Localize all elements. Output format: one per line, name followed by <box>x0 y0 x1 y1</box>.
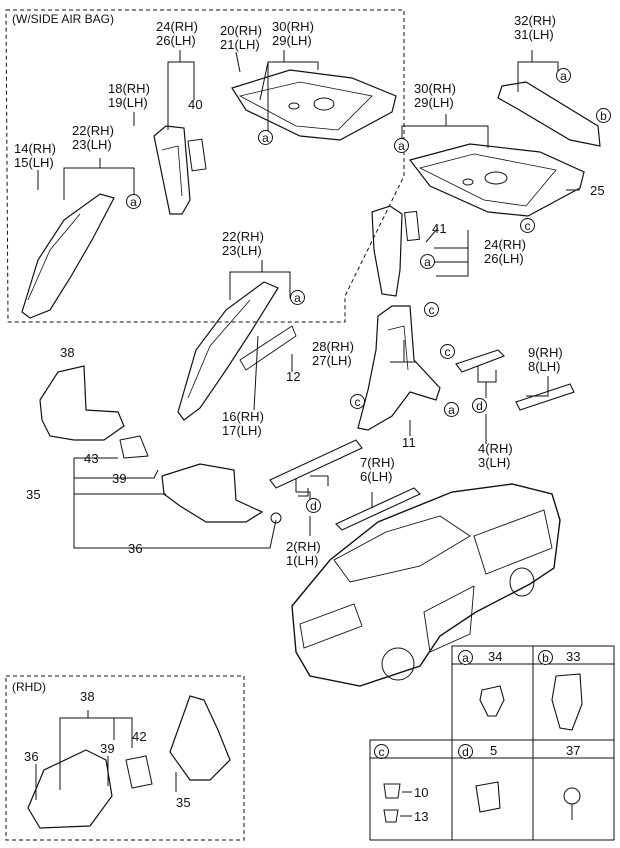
label-7-6: 7(RH) 6(LH) <box>360 456 395 484</box>
label-25: 25 <box>590 183 605 198</box>
label-line: 20(RH) <box>220 23 262 38</box>
label-24-26-mid: 24(RH) 26(LH) <box>484 238 526 266</box>
rhd-box <box>5 675 245 841</box>
label-14-15: 14(RH) 15(LH) <box>14 142 56 170</box>
label-line: 3(LH) <box>478 455 511 470</box>
callout-a: a <box>444 402 459 417</box>
label-4-3: 4(RH) 3(LH) <box>478 442 513 470</box>
label-43: 43 <box>84 451 99 466</box>
callout-a: a <box>126 194 141 209</box>
label-line: 27(LH) <box>312 353 352 368</box>
callout-d: d <box>472 398 487 413</box>
label-rhd-39: 39 <box>100 741 115 756</box>
label-line: 8(LH) <box>528 359 561 374</box>
label-line: 18(RH) <box>108 81 150 96</box>
legend-b-part-number: 33 <box>566 649 581 664</box>
label-line: 15(LH) <box>14 155 54 170</box>
callout-a: a <box>394 138 409 153</box>
callout-d: d <box>306 498 321 513</box>
legend-a-callout: a <box>458 650 473 665</box>
label-rhd-36: 36 <box>24 749 39 764</box>
callout-c: c <box>520 218 535 233</box>
label-40: 40 <box>188 97 203 112</box>
label-rhd-42: 42 <box>132 729 147 744</box>
label-11: 11 <box>402 435 416 450</box>
label-rhd-38: 38 <box>80 689 95 704</box>
label-32-31: 32(RH) 31(LH) <box>514 14 556 42</box>
label-line: 24(RH) <box>484 237 526 252</box>
label-39: 39 <box>112 471 127 486</box>
label-line: 23(LH) <box>72 137 112 152</box>
label-line: 21(LH) <box>220 37 260 52</box>
legend-d-part-number: 5 <box>490 743 498 758</box>
label-line: 19(LH) <box>108 95 148 110</box>
callout-a: a <box>258 130 273 145</box>
callout-c: c <box>424 302 439 317</box>
callout-c: c <box>350 394 365 409</box>
label-18-19: 18(RH) 19(LH) <box>108 82 150 110</box>
label-22-23-top: 22(RH) 23(LH) <box>72 124 114 152</box>
label-line: 22(RH) <box>72 123 114 138</box>
callout-a: a <box>420 254 435 269</box>
label-line: 14(RH) <box>14 141 56 156</box>
label-12: 12 <box>286 369 301 384</box>
label-35: 35 <box>26 487 41 502</box>
legend-c-callout: c <box>374 744 389 759</box>
callout-c: c <box>440 344 455 359</box>
label-line: 23(LH) <box>222 243 262 258</box>
label-2-1: 2(RH) 1(LH) <box>286 540 321 568</box>
legend-c-item-10: 10 <box>414 785 429 800</box>
side-air-bag-box <box>5 9 405 323</box>
label-line: 2(RH) <box>286 539 321 554</box>
callout-b: b <box>596 108 611 123</box>
label-24-26-top: 24(RH) 26(LH) <box>156 20 198 48</box>
label-line: 29(LH) <box>272 33 312 48</box>
label-line: 30(RH) <box>414 81 456 96</box>
label-line: 28(RH) <box>312 339 354 354</box>
label-line: 9(RH) <box>528 345 563 360</box>
label-line: 4(RH) <box>478 441 513 456</box>
label-38: 38 <box>60 345 75 360</box>
label-line: 26(LH) <box>484 251 524 266</box>
label-line: 24(RH) <box>156 19 198 34</box>
label-line: 29(LH) <box>414 95 454 110</box>
label-line: 31(LH) <box>514 27 554 42</box>
label-41: 41 <box>432 221 447 236</box>
label-line: 1(LH) <box>286 553 319 568</box>
label-30-29-mid: 30(RH) 29(LH) <box>414 82 456 110</box>
side-air-bag-title: (W/SIDE AIR BAG) <box>12 12 115 26</box>
label-16-17: 16(RH) 17(LH) <box>222 410 264 438</box>
legend-d-callout: d <box>458 744 473 759</box>
legend-c-item-13: 13 <box>414 809 429 824</box>
label-line: 7(RH) <box>360 455 395 470</box>
rhd-title: (RHD) <box>12 680 46 694</box>
callout-a: a <box>290 290 305 305</box>
label-line: 30(RH) <box>272 19 314 34</box>
label-line: 32(RH) <box>514 13 556 28</box>
label-20-21: 20(RH) 21(LH) <box>220 24 262 52</box>
legend-a-part-number: 34 <box>488 649 503 664</box>
label-9-8: 9(RH) 8(LH) <box>528 346 563 374</box>
label-line: 6(LH) <box>360 469 393 484</box>
label-line: 17(LH) <box>222 423 262 438</box>
label-line: 22(RH) <box>222 229 264 244</box>
label-rhd-35: 35 <box>176 795 191 810</box>
label-line: 16(RH) <box>222 409 264 424</box>
legend-part-number-37: 37 <box>566 743 581 758</box>
label-36: 36 <box>128 541 143 556</box>
vehicle-outline <box>291 483 561 687</box>
label-30-29-top: 30(RH) 29(LH) <box>272 20 314 48</box>
callout-a: a <box>556 68 571 83</box>
label-22-23-mid: 22(RH) 23(LH) <box>222 230 264 258</box>
label-28-27: 28(RH) 27(LH) <box>312 340 354 368</box>
label-line: 26(LH) <box>156 33 196 48</box>
legend-b-callout: b <box>538 650 553 665</box>
